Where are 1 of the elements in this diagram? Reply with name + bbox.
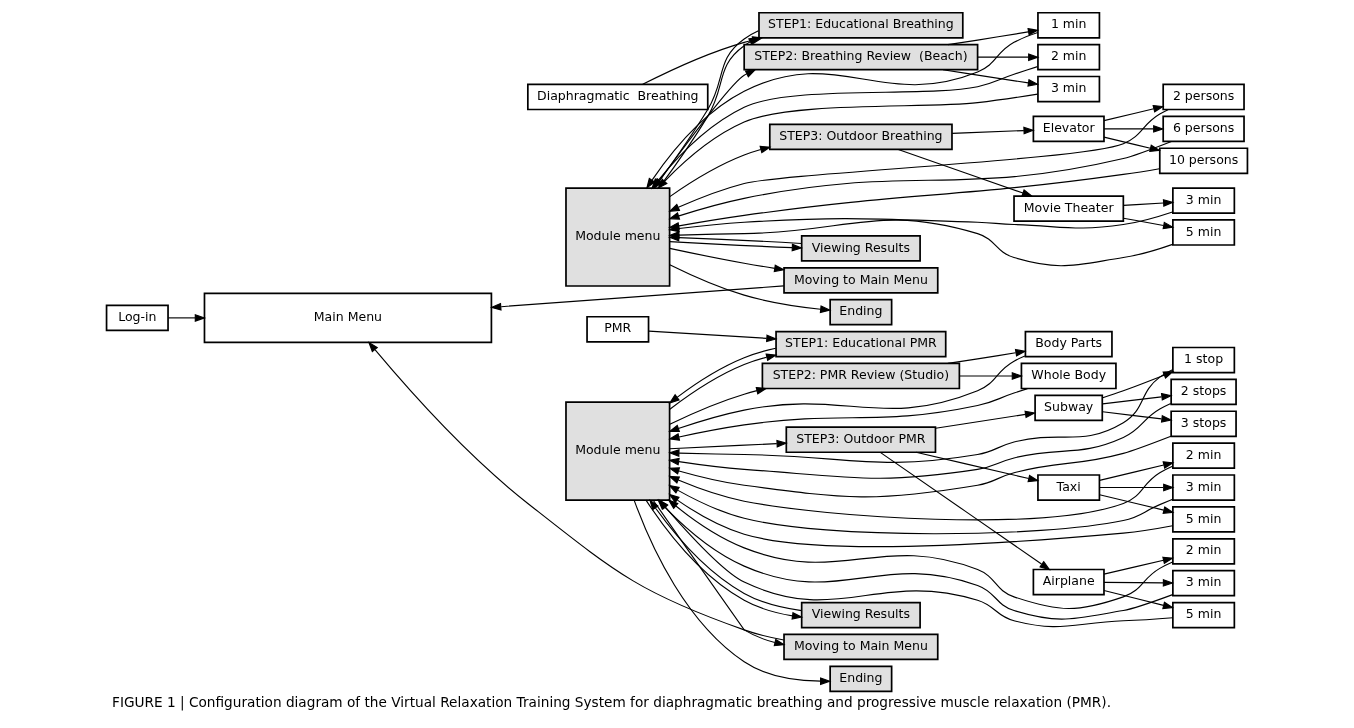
caption: FIGURE 1 | Configuration diagram of the Virtual Relaxation Training System for diaphragmatic breathing and progressive muscle relaxation (PMR). [112,693,1112,710]
